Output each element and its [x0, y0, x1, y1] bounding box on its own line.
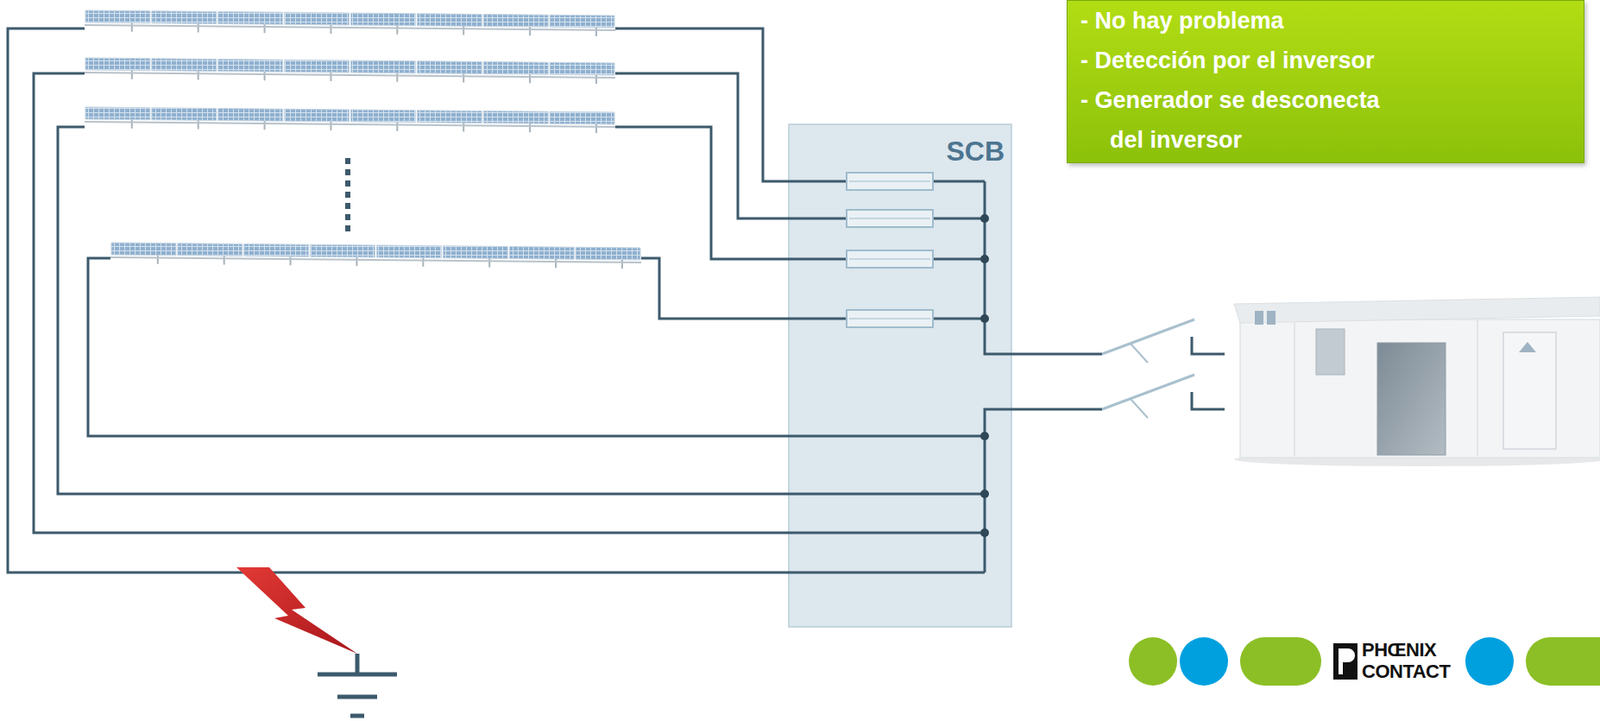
pv-row [84, 10, 616, 37]
pv-leg [329, 72, 332, 82]
box-title: SCB [945, 134, 1005, 168]
pv-leg [462, 74, 465, 83]
pv-module [218, 59, 284, 73]
logo-text: CONTACT [1361, 661, 1450, 682]
pv-module [351, 60, 416, 74]
pv-leg [529, 74, 531, 83]
pv-leg [157, 255, 159, 265]
pv-leg [197, 71, 200, 81]
pv-row [84, 57, 616, 84]
pv-leg [223, 256, 226, 265]
pv-module [351, 109, 416, 123]
pv-module [151, 58, 217, 72]
note-box: - No hay problema- Detección por el inve… [1066, 0, 1585, 164]
pv-leg [554, 258, 557, 268]
continuation-dots [345, 157, 351, 235]
pv-leg [422, 258, 424, 267]
pv-row [84, 107, 616, 133]
pv-module [575, 246, 641, 260]
note-text: - No hay problema [1080, 0, 1395, 41]
combiner-box: SCB [788, 124, 1012, 627]
pv-module [218, 108, 284, 122]
pv-module [284, 59, 350, 73]
pv-module [284, 12, 350, 26]
pv-module [284, 108, 350, 122]
pv-leg [595, 27, 598, 37]
pv-module [509, 246, 574, 260]
pv-module [151, 11, 217, 25]
scb-enclosure [788, 124, 1012, 627]
pv-module [177, 243, 243, 257]
pv-leg [355, 257, 358, 266]
pv-module [549, 111, 615, 125]
pv-leg [289, 256, 292, 265]
pv-module [416, 61, 482, 75]
note-text: - Detección por el inversor [1080, 40, 1395, 81]
dc-wires [7, 28, 1225, 573]
pv-leg [264, 71, 266, 81]
pv-leg [264, 120, 266, 130]
pv-frame [84, 121, 616, 127]
pv-row [110, 242, 642, 269]
company-logo [1128, 636, 1600, 686]
ground-symbol [317, 653, 397, 716]
pv-module [483, 111, 549, 125]
pv-leg [197, 24, 200, 33]
pv-module [244, 244, 309, 258]
pv-leg [264, 24, 266, 33]
pv-leg [329, 121, 332, 131]
fuses [846, 172, 933, 328]
pv-module [218, 12, 284, 26]
pv-module [442, 245, 508, 259]
pv-leg [462, 26, 465, 36]
pv-module [351, 12, 416, 26]
pv-module [111, 242, 177, 256]
pv-frame [110, 257, 642, 263]
dc-switches [1102, 319, 1195, 418]
pv-leg [396, 73, 398, 82]
pv-module [377, 245, 442, 259]
pv-leg [396, 25, 398, 35]
pv-module [85, 107, 151, 120]
pv-module [483, 14, 549, 28]
pv-frame [84, 72, 616, 78]
fuse-elements [849, 181, 931, 319]
logo-text: PHŒNIX [1361, 639, 1437, 661]
pv-module [151, 107, 217, 121]
pv-leg [595, 75, 598, 84]
pv-module [416, 110, 482, 124]
inverter-station [1234, 296, 1600, 467]
pv-leg [197, 120, 200, 130]
pv-module [85, 10, 151, 24]
pv-rows [84, 10, 642, 269]
pv-leg [131, 119, 133, 129]
pv-leg [329, 25, 332, 34]
pv-module [483, 62, 549, 76]
pv-leg [595, 124, 598, 133]
pv-leg [488, 258, 491, 268]
pv-module [549, 62, 615, 76]
pv-leg [529, 123, 531, 133]
fault-bolt [236, 566, 358, 654]
pv-leg [131, 23, 133, 32]
pv-module [310, 244, 376, 258]
pv-leg [131, 70, 133, 80]
pv-leg [529, 26, 531, 36]
pv-leg [621, 259, 624, 269]
pv-frame [84, 25, 616, 31]
pv-leg [462, 123, 465, 133]
note-text: - Generador se desconecta del inversor [1080, 80, 1395, 160]
pv-leg [396, 122, 398, 132]
pv-module [85, 57, 151, 71]
junction-dots [980, 214, 989, 537]
pv-module [416, 13, 482, 27]
pv-module [549, 14, 615, 28]
